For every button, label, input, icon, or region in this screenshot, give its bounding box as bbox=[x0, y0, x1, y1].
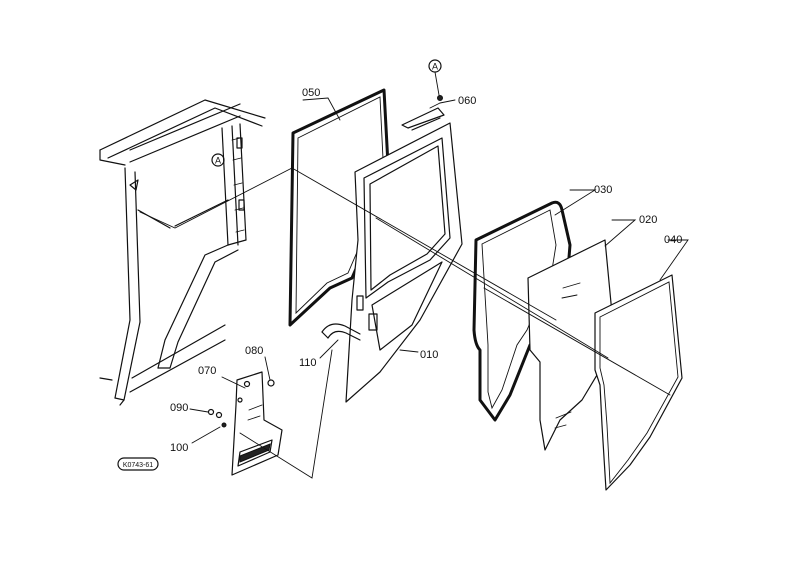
label-030: 030 bbox=[594, 184, 612, 196]
ref-marker-frame-label: A bbox=[215, 156, 221, 166]
ref-marker-top: A bbox=[428, 59, 442, 73]
cab-frame bbox=[99, 99, 266, 406]
ref-marker-top-label: A bbox=[432, 62, 438, 72]
drawing-code: K0743-61 bbox=[123, 462, 153, 469]
part-060-clip bbox=[401, 95, 445, 131]
part-010-door bbox=[345, 122, 463, 403]
label-100: 100 bbox=[170, 442, 188, 454]
label-070: 070 bbox=[198, 365, 216, 377]
part-110-handle bbox=[321, 323, 361, 341]
part-labels: 050 060 030 020 040 010 110 080 070 090 … bbox=[170, 87, 682, 454]
part-070-bracket bbox=[231, 371, 283, 476]
fasteners bbox=[207, 379, 275, 428]
drawing-code-box: K0743-61 bbox=[117, 457, 159, 471]
label-080: 080 bbox=[245, 345, 263, 357]
label-020: 020 bbox=[639, 214, 657, 226]
ref-marker-frame: A bbox=[211, 153, 225, 167]
label-060: 060 bbox=[458, 95, 476, 107]
part-040-glass bbox=[594, 274, 683, 491]
label-110: 110 bbox=[299, 357, 317, 369]
label-040: 040 bbox=[664, 234, 682, 246]
assembly-lines bbox=[139, 71, 689, 479]
part-020-glass bbox=[527, 239, 616, 451]
label-090: 090 bbox=[170, 402, 188, 414]
label-050: 050 bbox=[302, 87, 320, 99]
label-010: 010 bbox=[420, 349, 438, 361]
